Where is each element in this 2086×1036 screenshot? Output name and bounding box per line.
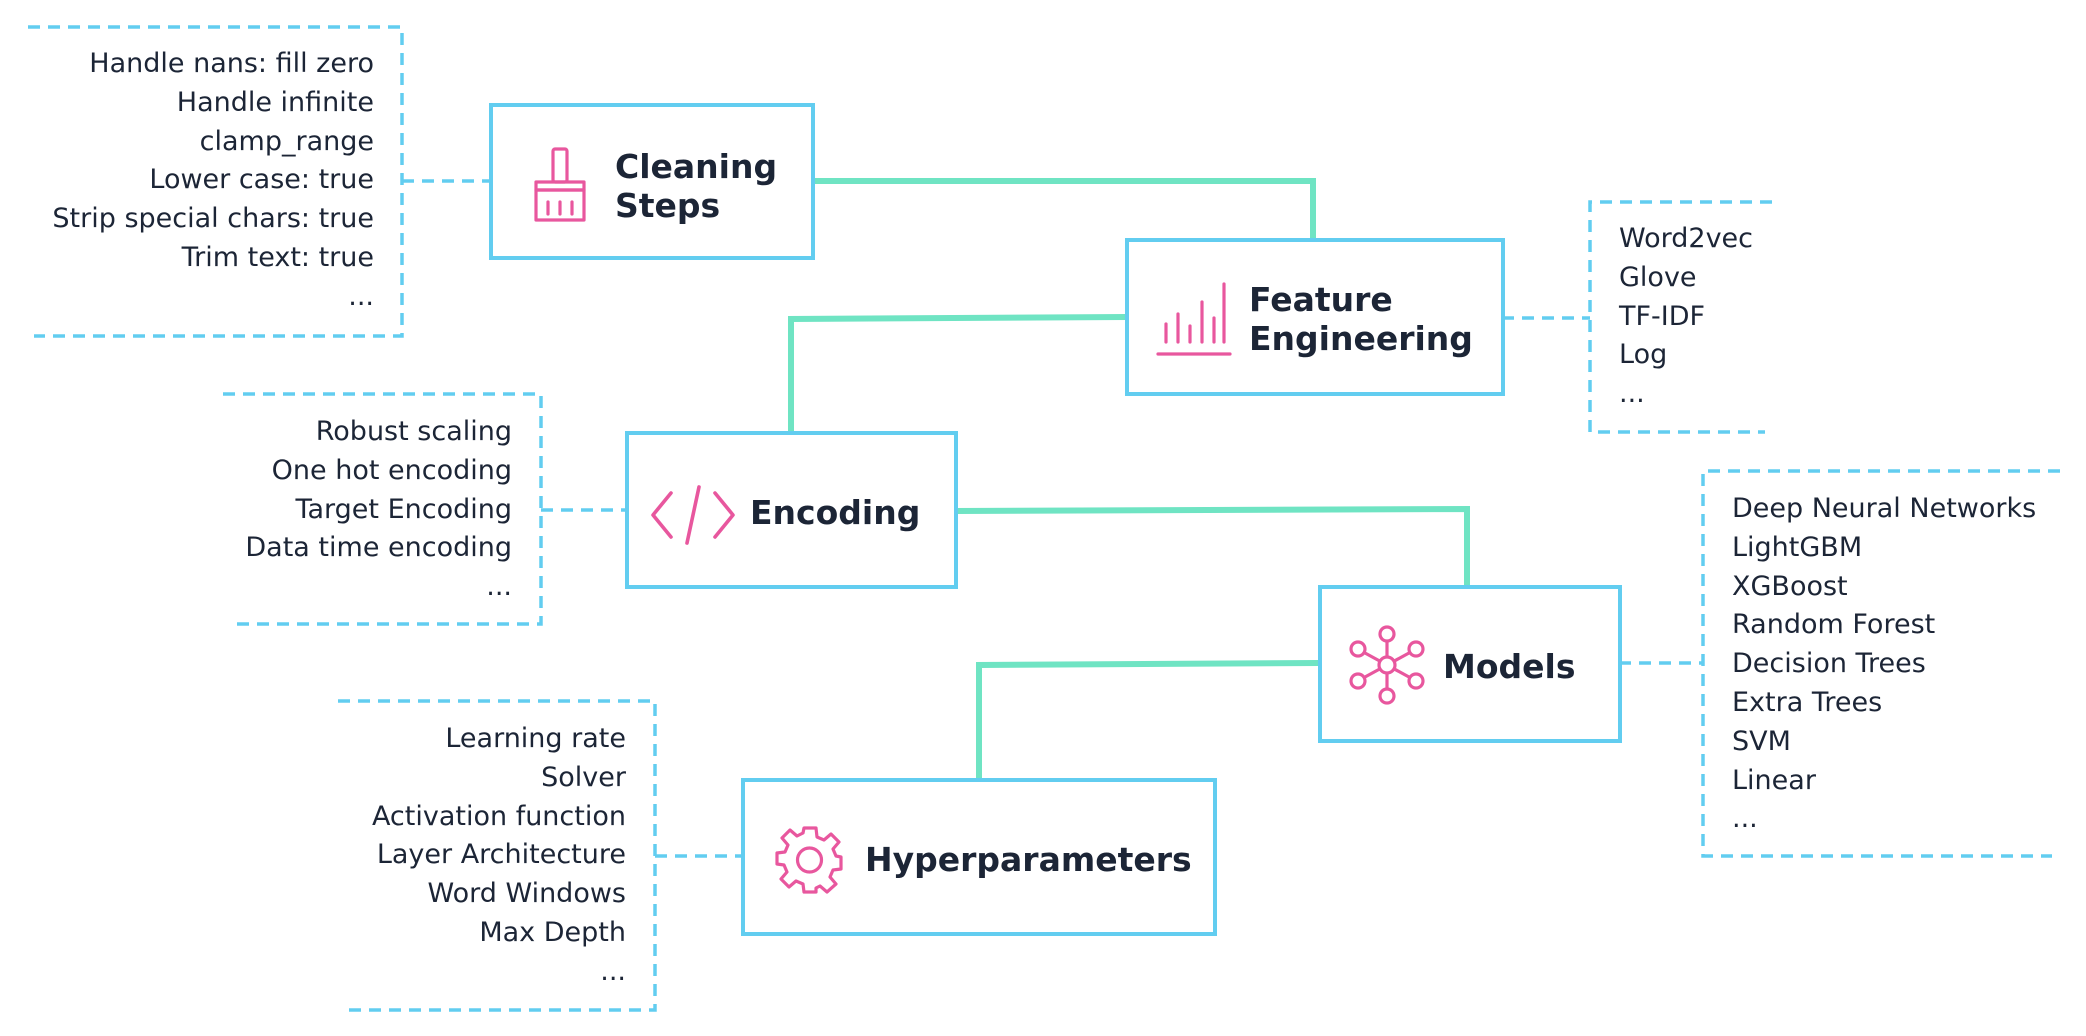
bar-chart-icon: [1156, 282, 1232, 356]
list-item: ...: [600, 955, 626, 987]
bracket-hyper: [338, 699, 741, 1012]
list-item: Robust scaling: [315, 416, 512, 447]
list-item: Random Forest: [1732, 609, 1936, 641]
node-cleaning-steps: Cleaning Steps: [489, 103, 815, 260]
bracket-feature: [1502, 200, 1772, 434]
list-item: Solver: [541, 761, 626, 793]
list-item: Strip special chars: true: [52, 203, 374, 235]
list-item: Activation function: [371, 800, 626, 832]
list-item: Lower case: true: [149, 164, 374, 196]
gear-icon: [775, 826, 843, 894]
node-encoding: Encoding: [625, 431, 958, 589]
bracket-encoding: [223, 392, 626, 626]
list-item: Handle infinite: [176, 86, 374, 118]
list-item: ...: [486, 571, 512, 603]
list-item: Word2vec: [1619, 223, 1754, 254]
node-title: Cleaning Steps: [615, 147, 778, 225]
list-item: One hot encoding: [271, 454, 512, 486]
list-item: Deep Neural Networks: [1732, 493, 2037, 524]
node-title: Models: [1443, 647, 1576, 686]
node-hyperparameters: Hyperparameters: [741, 778, 1217, 936]
node-title: Feature Engineering: [1249, 280, 1473, 358]
list-item: SVM: [1732, 725, 1791, 757]
connector-encoding-models: [954, 505, 1470, 586]
node-title: Hyperparameters: [865, 840, 1192, 879]
list-item: Word Windows: [427, 878, 626, 910]
feature-options-list: Word2vec Glove TF-IDF Log ...: [1619, 220, 1753, 414]
list-item: LightGBM: [1732, 531, 1863, 563]
node-title: Encoding: [750, 493, 921, 532]
list-item: Target Encoding: [295, 493, 512, 525]
list-item: Max Depth: [479, 916, 626, 948]
code-icon: [651, 485, 735, 545]
list-item: Log: [1619, 339, 1668, 371]
node-models: Models: [1318, 585, 1622, 743]
list-item: ...: [1619, 378, 1645, 410]
connector-cleaning-feature: [812, 178, 1316, 240]
list-item: Glove: [1619, 261, 1697, 293]
connector-feature-encoding: [788, 314, 1128, 432]
list-item: Learning rate: [445, 723, 626, 754]
list-item: clamp_range: [199, 125, 374, 157]
list-item: ...: [1732, 803, 1758, 835]
cleaning-options-list: Handle nans: fill zero Handle infinite c…: [52, 45, 374, 317]
connector-models-hyper: [976, 660, 1320, 779]
node-feature-engineering: Feature Engineering: [1125, 238, 1505, 396]
list-item: TF-IDF: [1619, 300, 1706, 332]
list-item: Extra Trees: [1732, 686, 1883, 718]
bracket-cleaning: [28, 25, 489, 338]
list-item: Layer Architecture: [376, 839, 626, 871]
broom-icon: [534, 147, 586, 222]
list-item: Trim text: true: [181, 241, 374, 273]
hyperparameters-options-list: Learning rate Solver Activation function…: [372, 720, 626, 992]
list-item: XGBoost: [1732, 570, 1848, 602]
network-icon: [1349, 625, 1425, 705]
models-options-list: Deep Neural Networks LightGBM XGBoost Ra…: [1732, 490, 2036, 839]
list-item: Handle nans: fill zero: [89, 48, 374, 79]
list-item: Data time encoding: [245, 532, 512, 564]
list-item: ...: [348, 280, 374, 312]
encoding-options-list: Robust scaling One hot encoding Target E…: [245, 413, 512, 607]
list-item: Linear: [1732, 764, 1816, 796]
bracket-models: [1619, 469, 2060, 858]
list-item: Decision Trees: [1732, 648, 1926, 680]
